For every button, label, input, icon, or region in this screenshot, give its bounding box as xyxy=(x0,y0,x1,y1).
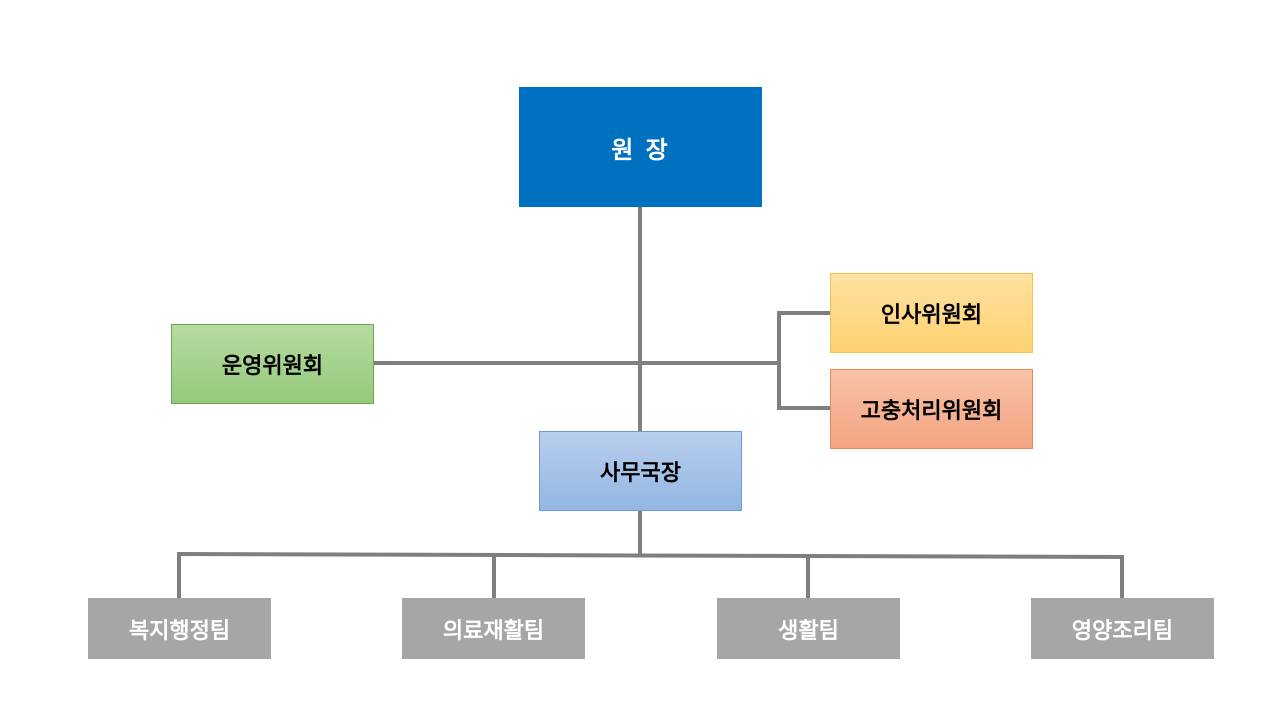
teams-horizontal-line xyxy=(176,552,1125,559)
team-nutrition-box: 영양조리팀 xyxy=(1031,598,1214,659)
team-nutrition-label: 영양조리팀 xyxy=(1071,618,1174,644)
team-welfare-admin-label: 복지행정팀 xyxy=(128,618,231,644)
secretary-general-box: 사무국장 xyxy=(539,431,742,511)
secretary-general-label: 사무국장 xyxy=(600,461,681,486)
team-welfare-admin-box: 복지행정팀 xyxy=(88,598,271,659)
operating-committee-label: 운영위원회 xyxy=(221,354,324,379)
team-living-box: 생활팀 xyxy=(717,598,900,659)
operating-committee-box: 운영위원회 xyxy=(171,324,374,404)
personnel-committee-box: 인사위원회 xyxy=(830,273,1033,353)
team-living-label: 생활팀 xyxy=(778,618,839,644)
grievance-committee-box: 고충처리위원회 xyxy=(830,369,1033,449)
grievance-committee-label: 고충처리위원회 xyxy=(860,399,1003,424)
personnel-committee-label: 인사위원회 xyxy=(880,303,983,328)
director-box: 원 장 xyxy=(519,87,762,207)
team-medical-rehab-box: 의료재활팀 xyxy=(402,598,585,659)
director-label: 원 장 xyxy=(611,135,670,164)
team-medical-rehab-label: 의료재활팀 xyxy=(442,618,545,644)
